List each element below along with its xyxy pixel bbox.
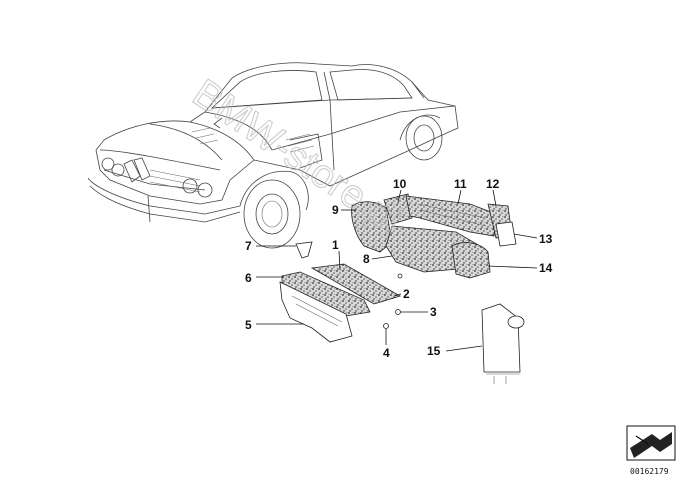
diagram-reference-icon	[626, 425, 676, 461]
part-console-box	[279, 281, 353, 343]
callout-2: 2	[393, 287, 410, 301]
part-end-panel	[495, 221, 517, 247]
callout-label: 1	[332, 238, 339, 252]
part-wheel-arch-left	[351, 201, 393, 253]
callout-10: 10	[393, 177, 407, 203]
part-tunnel-trim	[310, 263, 402, 305]
callout-label: 12	[486, 177, 500, 191]
car-illustration	[87, 62, 459, 249]
callout-7: 7	[245, 239, 296, 253]
callout-3: 3	[401, 305, 437, 319]
callout-label: 13	[539, 232, 553, 246]
callout-label: 4	[383, 346, 390, 360]
callout-label: 5	[245, 318, 252, 332]
part-wheel-arch-right	[451, 242, 491, 279]
part-shelf-panel	[383, 193, 413, 225]
callout-label: 8	[363, 252, 370, 266]
part-retainer	[295, 241, 313, 259]
part-screw	[395, 309, 401, 315]
callout-layer: 1 2 3 4 5 6 7 8	[245, 177, 553, 360]
callout-label: 9	[332, 203, 339, 217]
callout-9: 9	[332, 203, 356, 217]
document-number: 00162179	[630, 467, 669, 476]
callout-label: 3	[430, 305, 437, 319]
callout-label: 10	[393, 177, 407, 191]
callout-label: 15	[427, 344, 441, 358]
callout-4: 4	[383, 329, 390, 360]
callout-11: 11	[454, 177, 467, 205]
callout-label: 11	[454, 177, 467, 191]
part-nut	[383, 323, 389, 329]
callout-6: 6	[245, 271, 284, 285]
parts-group	[279, 193, 525, 384]
callout-label: 6	[245, 271, 252, 285]
callout-14: 14	[487, 261, 553, 275]
part-sleeve	[481, 303, 521, 373]
callout-label: 2	[403, 287, 410, 301]
callout-1: 1	[332, 238, 341, 271]
callout-label: 7	[245, 239, 252, 253]
part-fastener	[397, 273, 403, 279]
callout-13: 13	[513, 232, 553, 246]
callout-5: 5	[245, 318, 304, 332]
callout-15: 15	[427, 344, 483, 358]
callout-12: 12	[486, 177, 500, 207]
callout-label: 14	[539, 261, 553, 275]
callout-8: 8	[363, 252, 393, 266]
